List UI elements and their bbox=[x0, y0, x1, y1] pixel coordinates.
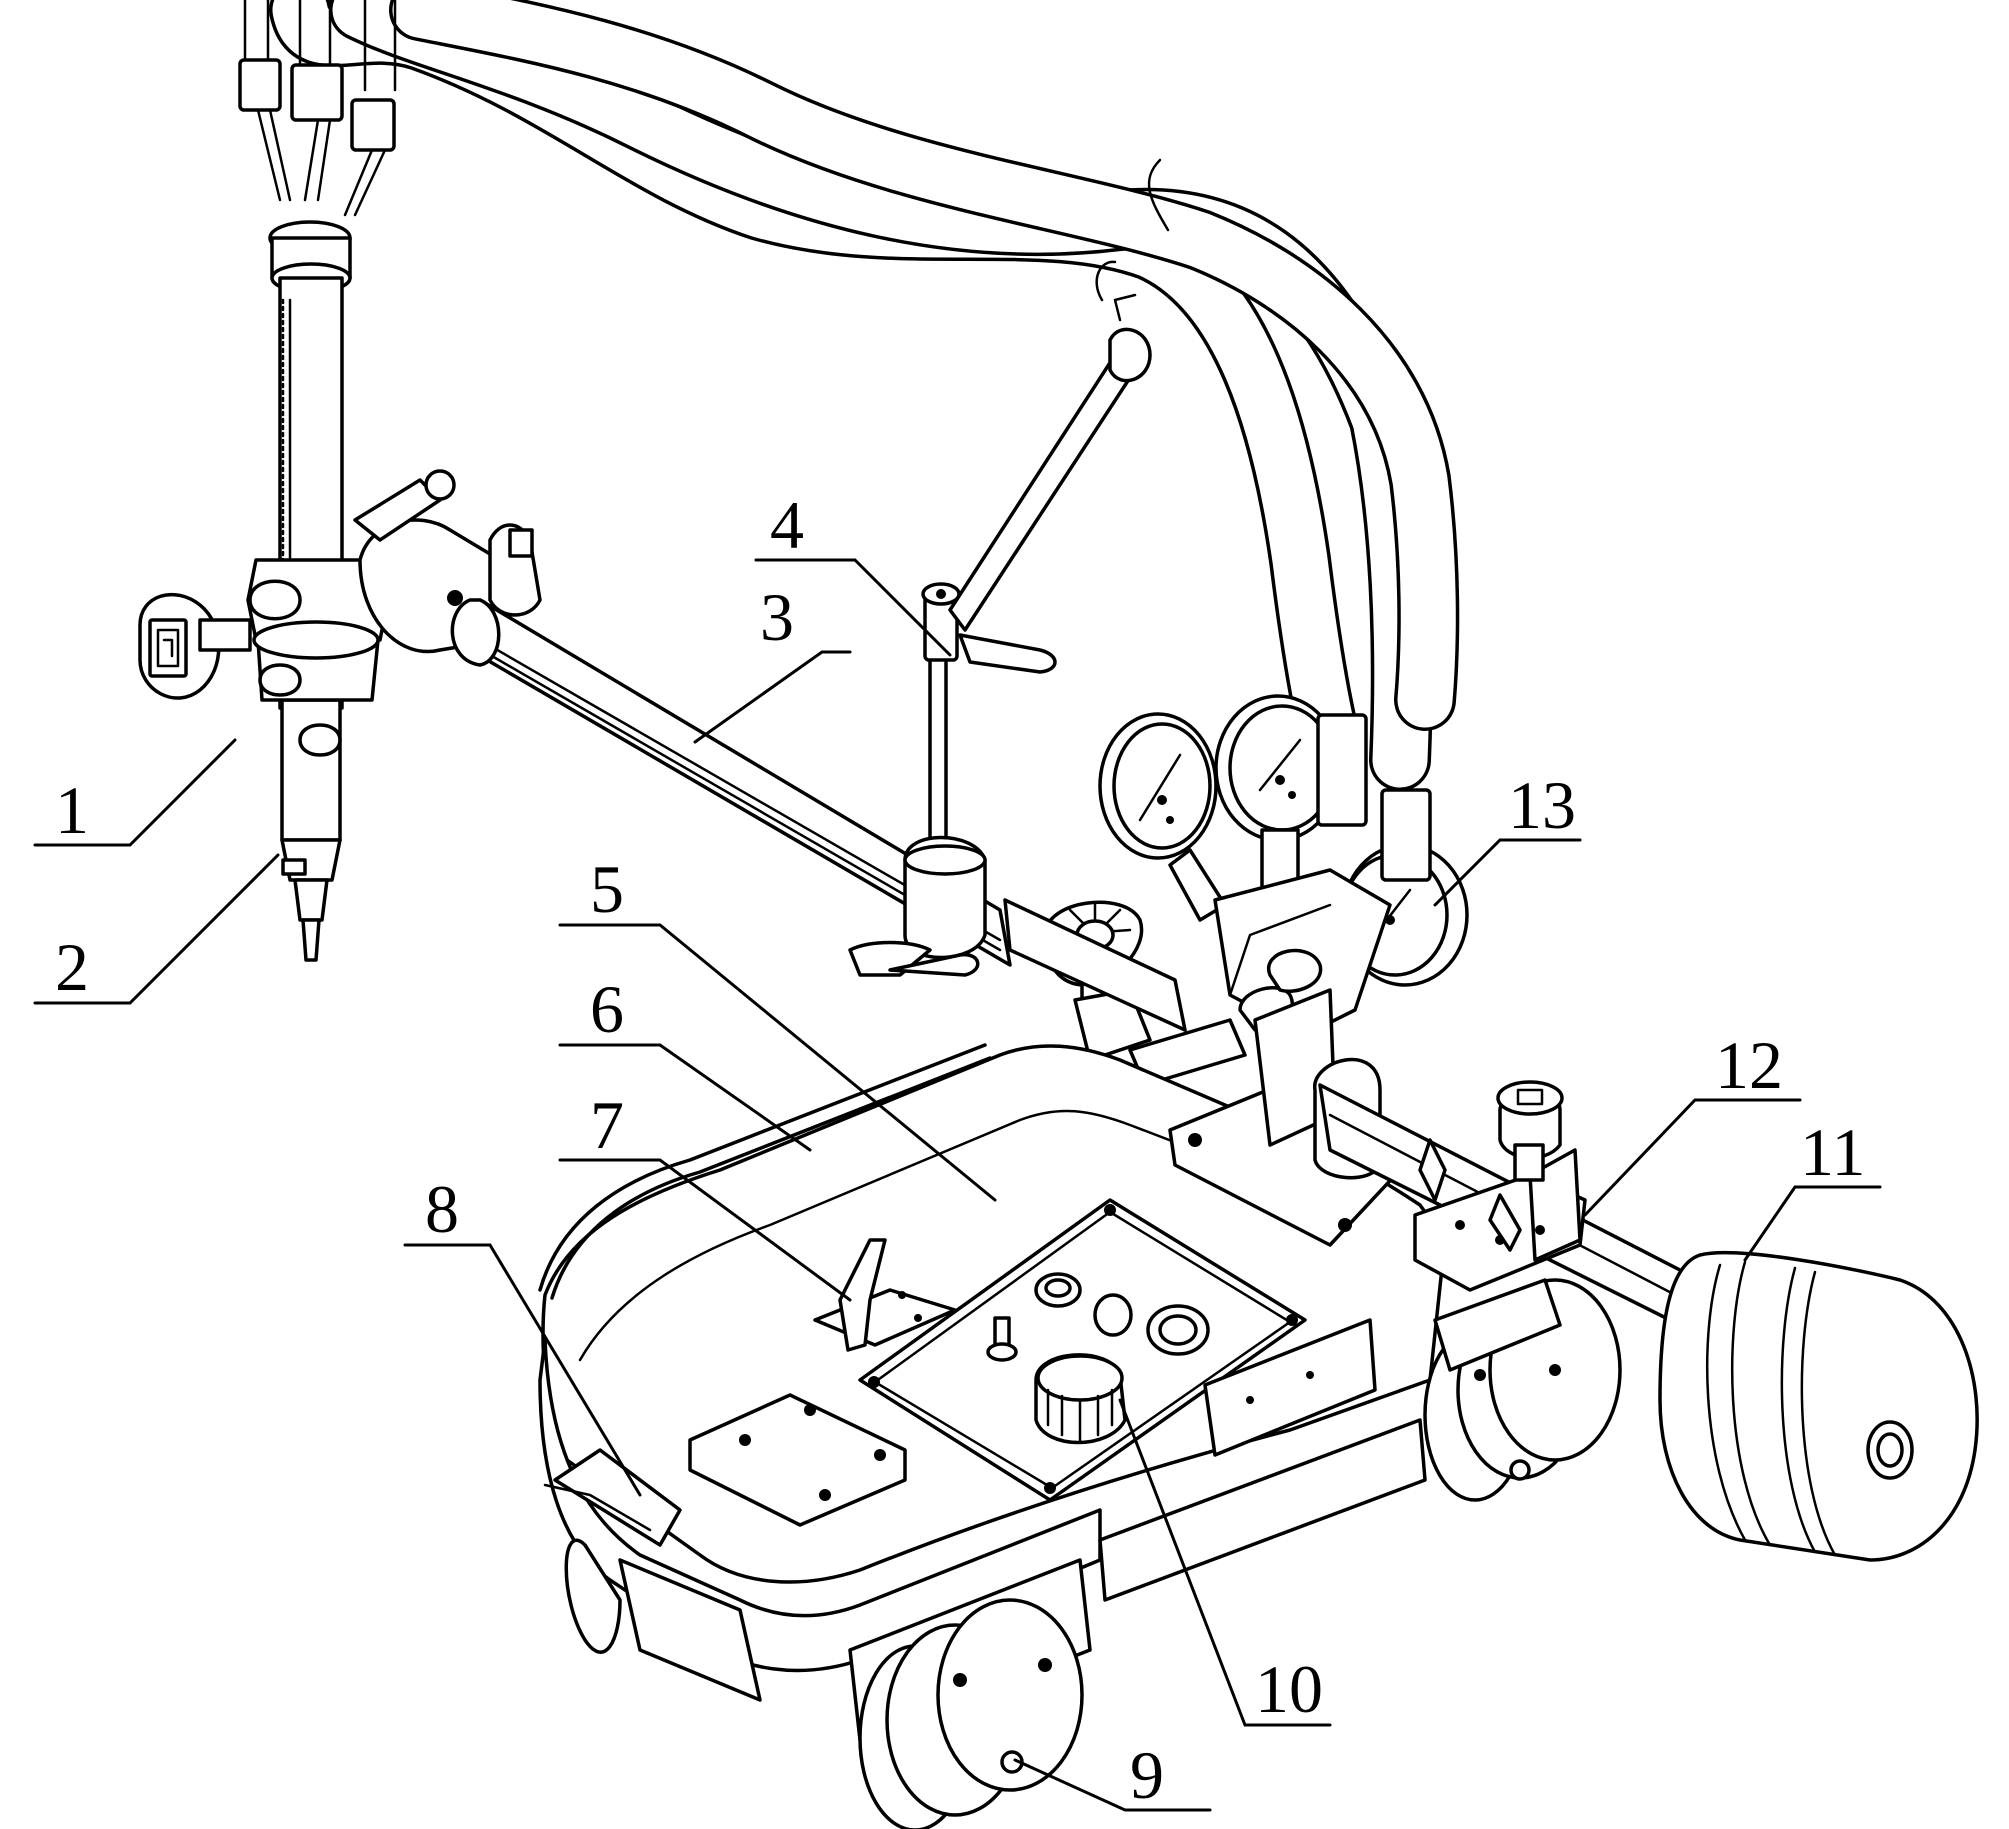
callout-10: 10 bbox=[1255, 1651, 1323, 1727]
callout-9: 9 bbox=[1130, 1737, 1164, 1813]
callout-4: 4 bbox=[770, 487, 804, 563]
callout-5: 5 bbox=[590, 851, 624, 927]
support-rod bbox=[848, 293, 1152, 977]
callout-labels: 1 2 3 4 5 6 7 8 9 10 11 12 13 bbox=[55, 487, 1865, 1813]
callout-7: 7 bbox=[590, 1087, 624, 1163]
callout-11: 11 bbox=[1800, 1114, 1865, 1190]
callout-12: 12 bbox=[1715, 1027, 1783, 1103]
counterweight-arm bbox=[1168, 988, 1979, 1562]
horizontal-arm bbox=[353, 469, 1012, 967]
callout-2: 2 bbox=[55, 929, 89, 1005]
cutting-torch bbox=[138, 0, 397, 962]
callout-13: 13 bbox=[1508, 767, 1576, 843]
callout-6: 6 bbox=[590, 971, 624, 1047]
leader-lines bbox=[33, 558, 1882, 1812]
gas-hoses bbox=[269, 0, 1460, 791]
callout-1: 1 bbox=[55, 772, 89, 848]
callout-8: 8 bbox=[425, 1171, 459, 1247]
gauge-assembly bbox=[943, 694, 1469, 1137]
callout-3: 3 bbox=[760, 579, 794, 655]
